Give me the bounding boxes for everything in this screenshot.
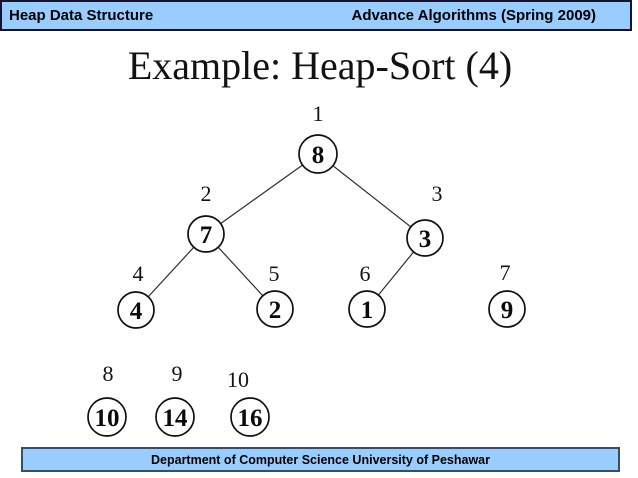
heap-node-4: 4 <box>117 291 155 329</box>
header-left-title: Heap Data Structure <box>9 7 154 24</box>
heap-node-8: 10 <box>87 397 127 437</box>
node-index-label-1: 1 <box>313 101 324 126</box>
heap-node-6: 1 <box>348 290 386 328</box>
node-index-label-5: 5 <box>269 261 280 286</box>
node-index-label-2: 2 <box>201 181 212 206</box>
footer-bar: Department of Computer Science Universit… <box>21 447 620 472</box>
node-circle-5 <box>256 290 294 328</box>
heap-node-5: 2 <box>256 290 294 328</box>
node-value-2: 7 <box>200 222 213 249</box>
node-value-3: 3 <box>419 226 432 253</box>
node-value-8: 10 <box>95 405 120 432</box>
node-index-label-4: 4 <box>133 261 144 286</box>
node-index-label-9: 9 <box>172 361 183 386</box>
node-circle-10 <box>230 397 270 437</box>
node-index-label-8: 8 <box>103 361 114 386</box>
node-value-5: 2 <box>269 297 282 324</box>
header-bar: Heap Data Structure Advance Algorithms (… <box>0 0 632 31</box>
heap-node-3: 3 <box>406 219 444 257</box>
node-circle-6 <box>348 290 386 328</box>
node-value-10: 16 <box>238 405 263 432</box>
heap-node-7: 9 <box>488 290 526 328</box>
node-index-label-3: 3 <box>432 181 443 206</box>
node-index-label-7: 7 <box>500 260 511 285</box>
tree-edge-1-2 <box>205 153 319 235</box>
tree-edge-1-3 <box>317 153 426 239</box>
node-circle-2 <box>187 215 225 253</box>
node-value-6: 1 <box>361 297 374 324</box>
heap-node-2: 7 <box>187 215 225 253</box>
node-circle-1 <box>298 134 338 174</box>
node-index-label-6: 6 <box>360 261 371 286</box>
heap-node-9: 14 <box>155 397 195 437</box>
node-value-9: 14 <box>163 405 189 432</box>
node-value-4: 4 <box>130 298 143 325</box>
node-circle-4 <box>117 291 155 329</box>
node-value-1: 8 <box>312 142 325 169</box>
node-index-label-10: 10 <box>227 367 249 392</box>
node-circle-3 <box>406 219 444 257</box>
node-circle-9 <box>155 397 195 437</box>
node-value-7: 9 <box>501 297 514 324</box>
heap-node-10: 16 <box>230 397 270 437</box>
slide-title: Example: Heap-Sort (4) <box>127 43 513 88</box>
node-circle-8 <box>87 397 127 437</box>
footer-text: Department of Computer Science Universit… <box>151 452 490 467</box>
header-right-title: Advance Algorithms (Spring 2009) <box>351 7 597 24</box>
heap-node-1: 8 <box>298 134 338 174</box>
node-circle-7 <box>488 290 526 328</box>
